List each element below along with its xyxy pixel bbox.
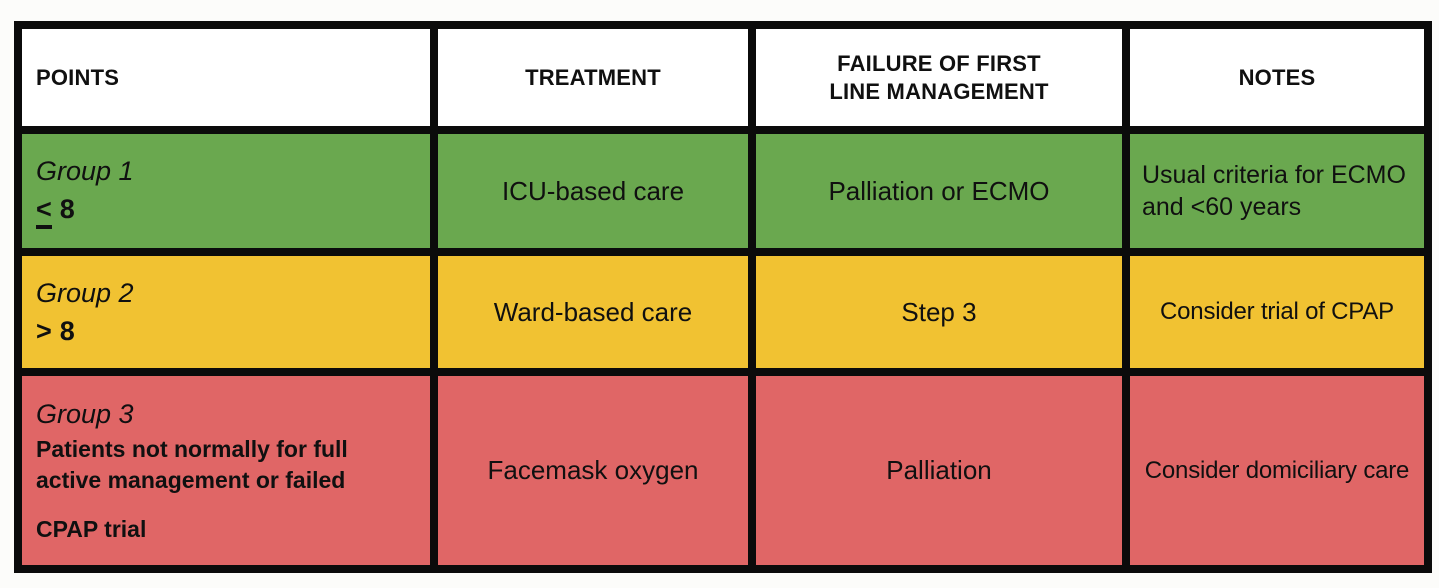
header-label-points: POINTS	[36, 64, 120, 90]
triage-table: POINTS TREATMENT FAILURE OF FIRST LINE M…	[14, 21, 1432, 573]
header-label-failure: FAILURE OF FIRST LINE MANAGEMENT	[829, 51, 1049, 104]
group3-description-line1: Patients not normally for full	[36, 436, 348, 463]
group2-failure: Step 3	[901, 296, 977, 327]
header-label-notes: NOTES	[1238, 64, 1316, 90]
group2-points-value: >8	[36, 313, 75, 349]
group1-notes: Usual criteria for ECMO and <60 years	[1142, 160, 1406, 222]
row-group2-failure-cell: Step 3	[756, 256, 1122, 368]
group2-points-operator: >	[36, 316, 52, 346]
group3-label: Group 3	[36, 398, 134, 429]
group1-points-number: 8	[59, 194, 75, 225]
header-cell-failure: FAILURE OF FIRST LINE MANAGEMENT	[756, 29, 1122, 126]
group3-description-footer: CPAP trial	[36, 516, 147, 543]
header-cell-notes: NOTES	[1130, 29, 1424, 126]
group1-points-value: <8	[36, 191, 75, 230]
row-group3-treatment-cell: Facemask oxygen	[438, 376, 748, 565]
row-group2-points-cell: Group 2 >8	[22, 256, 430, 368]
row-group1-notes-cell: Usual criteria for ECMO and <60 years	[1130, 134, 1424, 248]
row-group1-points-cell: Group 1 <8	[22, 134, 430, 248]
row-group3-points-cell: Group 3 Patients not normally for full a…	[22, 376, 430, 565]
group1-label: Group 1	[36, 155, 134, 186]
group2-points-number: 8	[59, 316, 75, 346]
row-group2-notes-cell: Consider trial of CPAP	[1130, 256, 1424, 368]
header-label-treatment: TREATMENT	[525, 64, 661, 90]
row-group2-treatment-cell: Ward-based care	[438, 256, 748, 368]
group1-failure: Palliation or ECMO	[828, 175, 1050, 206]
row-group1-failure-cell: Palliation or ECMO	[756, 134, 1122, 248]
group3-description-line2: active management or failed	[36, 467, 346, 494]
row-group3-failure-cell: Palliation	[756, 376, 1122, 565]
row-group3-notes-cell: Consider domiciliary care	[1130, 376, 1424, 565]
header-cell-points: POINTS	[22, 29, 430, 126]
group3-treatment: Facemask oxygen	[487, 455, 699, 485]
group1-treatment: ICU-based care	[501, 175, 685, 206]
group2-notes: Consider trial of CPAP	[1160, 298, 1394, 325]
group2-treatment: Ward-based care	[493, 296, 693, 327]
group3-failure: Palliation	[886, 455, 992, 485]
group2-label: Group 2	[36, 277, 134, 308]
group3-notes: Consider domiciliary care	[1144, 456, 1410, 484]
header-cell-treatment: TREATMENT	[438, 29, 748, 126]
group1-points-operator: <	[36, 196, 52, 230]
row-group1-treatment-cell: ICU-based care	[438, 134, 748, 248]
